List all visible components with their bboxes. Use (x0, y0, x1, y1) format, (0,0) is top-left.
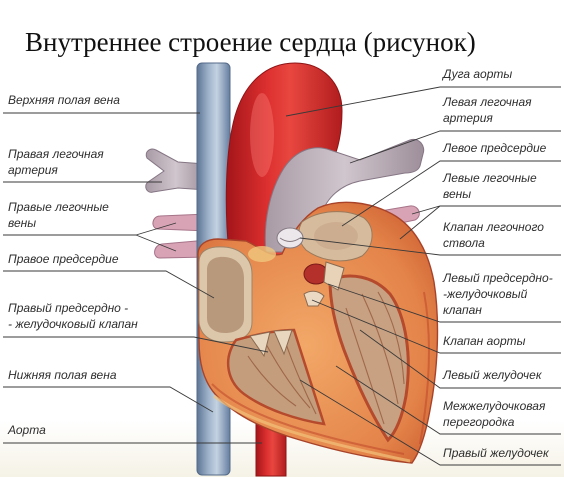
aortic-arch-highlight (250, 93, 274, 177)
label-left-av-valve-line-1: Левый предсердно- (442, 271, 553, 285)
label-left-pulmonary-artery: Левая легочная артерия (442, 95, 535, 125)
label-left-atrium-line-1: Левое предсердие (442, 141, 547, 155)
right-atrium-cavity (207, 256, 244, 333)
myocardium-texture-bottom (211, 383, 405, 455)
epicardial-fat-top (248, 246, 276, 262)
leader-line-right-pulmonary-veins (3, 222, 177, 252)
leader-line-aortic-valve (311, 299, 561, 354)
leader-line-pulmonary-valve (299, 237, 561, 256)
tricuspid-valve-leaflet (249, 331, 271, 358)
right-pulmonary-vein-lower-shape (154, 239, 209, 259)
page-title: Внутреннее строение сердца (рисунок) (25, 27, 476, 57)
right-pulmonary-artery-shape (145, 148, 207, 193)
label-left-pulmonary-veins-line-1: Левые легочные (442, 171, 537, 185)
leader-line-left-atrium (341, 160, 561, 227)
label-left-av-valve-line-2: -желудочковый (443, 287, 528, 301)
label-left-atrium: Левое предсердие (442, 141, 547, 155)
epicardial-fat-band (213, 394, 411, 463)
label-left-ventricle-line-1: Левый желудочек (442, 368, 543, 382)
label-interventricular-septum-line-2: перегородка (443, 415, 515, 429)
leader-line-left-pulmonary-artery (349, 130, 561, 164)
label-interventricular-septum-line-1: Межжелудочковая (443, 399, 546, 413)
label-left-pulmonary-artery-line-2: артерия (443, 111, 493, 125)
leader-line-aortic-arch (285, 86, 561, 117)
heart-illustration (145, 62, 439, 477)
tricuspid-valve-leaflet (273, 329, 293, 356)
aortic-valve-shape (303, 290, 325, 307)
label-right-av-valve-line-2: - желудочковый клапан (8, 317, 138, 331)
label-left-pulmonary-artery-line-1: Левая легочная (442, 95, 532, 109)
left-ventricle-trabecula (345, 307, 385, 425)
leader-line-inferior-vena-cava (3, 386, 214, 413)
leader-line-interventricular-septum (335, 365, 561, 435)
label-right-pulmonary-veins-line-1: Правые легочные (8, 200, 109, 214)
label-left-av-valve: Левый предсердно- -желудочковый клапан (442, 271, 556, 317)
label-right-pulmonary-veins: Правые легочные вены (8, 200, 112, 230)
right-ventricle-trabecula (265, 343, 311, 409)
label-pulmonary-valve-line-1: Клапан легочного (443, 220, 544, 234)
label-superior-vena-cava-line-1: Верхняя полая вена (8, 93, 120, 107)
label-right-pulmonary-artery-line-1: Правая легочная (8, 147, 104, 161)
leader-line-left-av-valve (327, 283, 561, 323)
label-inferior-vena-cava-line-1: Нижняя полая вена (8, 368, 117, 382)
label-aorta: Аорта (7, 423, 46, 437)
label-aortic-valve: Клапан аорты (443, 334, 526, 348)
label-left-pulmonary-veins-line-2: вены (443, 187, 471, 201)
label-interventricular-septum: Межжелудочковая перегородка (443, 399, 549, 429)
leader-line-right-atrium (3, 270, 215, 299)
pulmonary-valve-shape (276, 227, 304, 249)
label-right-ventricle-line-1: Правый желудочек (443, 446, 550, 460)
label-right-av-valve-line-1: Правый предсердно - (8, 301, 128, 315)
left-atrium-cavity (314, 222, 358, 250)
label-pulmonary-valve-line-2: ствола (443, 236, 485, 250)
label-pulmonary-valve: Клапан легочного ствола (443, 220, 547, 250)
leader-line-right-ventricle (299, 379, 561, 466)
label-aortic-valve-line-1: Клапан аорты (443, 334, 526, 348)
label-right-pulmonary-artery-line-2: артерия (8, 163, 58, 177)
label-aortic-arch-line-1: Дуга аорты (441, 67, 512, 81)
label-left-av-valve-line-3: клапан (443, 303, 482, 317)
label-right-atrium: Правое предсердие (8, 252, 119, 266)
label-aorta-line-1: Аорта (7, 423, 46, 437)
label-inferior-vena-cava: Нижняя полая вена (8, 368, 117, 382)
label-right-atrium-line-1: Правое предсердие (8, 252, 119, 266)
pulmonary-valve-cusp (279, 237, 301, 242)
label-right-pulmonary-artery: Правая легочная артерия (8, 147, 107, 177)
right-ventricle-trabecula (247, 355, 297, 407)
label-left-pulmonary-veins: Левые легочные вены (442, 171, 540, 201)
leader-line-left-ventricle (359, 329, 561, 389)
mitral-valve-shape (323, 261, 345, 291)
left-ventricle-trabecula (377, 291, 405, 385)
label-aortic-arch: Дуга аорты (441, 67, 512, 81)
leader-line-left-pulmonary-veins (399, 205, 561, 240)
left-ventricle-trabecula (361, 293, 399, 405)
label-right-ventricle: Правый желудочек (443, 446, 550, 460)
aortic-arch-shape (225, 62, 343, 263)
myocardium-texture-right (419, 291, 430, 445)
label-left-ventricle: Левый желудочек (442, 368, 543, 382)
label-right-av-valve: Правый предсердно - - желудочковый клапа… (8, 301, 138, 331)
label-right-pulmonary-veins-line-2: вены (8, 216, 36, 230)
left-ventricle-cavity (328, 274, 410, 443)
label-superior-vena-cava: Верхняя полая вена (8, 93, 120, 107)
leader-line-right-av-valve (3, 336, 269, 353)
right-pulmonary-vein-upper-shape (152, 213, 209, 232)
